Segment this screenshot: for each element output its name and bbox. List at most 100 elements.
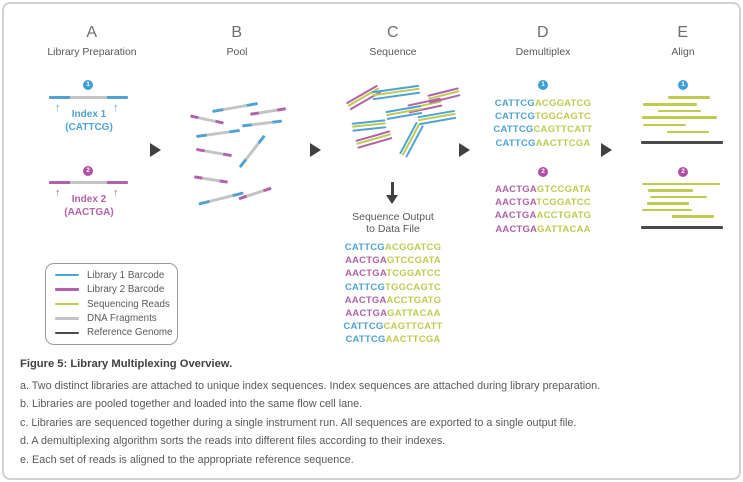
dna-fragment-middle: [70, 181, 107, 184]
sequence-output-title-line1: Sequence Output: [352, 211, 434, 223]
index2-sequence: (AACTGA): [64, 207, 114, 218]
library2-barcode-tip: [107, 181, 128, 184]
caption-line-e: e. Each set of reads is aligned to the a…: [20, 453, 354, 466]
legend-label: Reference Genome: [87, 327, 173, 339]
pooled-fragment: [198, 191, 244, 206]
index1-sequence: (CATTCG): [65, 122, 113, 133]
sequencing-reads-swatch: [55, 302, 79, 306]
demultiplex-group2-list: AACTGAGTCCGATA AACTGATCGGATCC AACTGAACCT…: [480, 183, 606, 236]
step-letter-a: A: [86, 24, 98, 41]
pooled-fragment: [190, 114, 224, 125]
read-index: CATTCG: [344, 281, 386, 293]
aligned-read: [672, 215, 714, 218]
sequence-read-line: CATTCGAACTTCGA: [480, 137, 606, 150]
sequencing-cluster: [351, 119, 387, 133]
index-attach-arrow-icon: ↑: [55, 102, 61, 114]
down-arrow-icon: [391, 182, 394, 195]
aligned-read: [643, 123, 686, 127]
legend-label: DNA Fragments: [87, 312, 157, 324]
index2-label: Index 2: [71, 194, 107, 205]
read-index: AACTGA: [345, 255, 387, 267]
read-index: CATTCG: [493, 124, 534, 136]
aligned-read: [658, 109, 701, 113]
step-label-e: Align: [671, 46, 695, 58]
sequence-read-line: AACTGAGATTACAA: [480, 223, 606, 236]
pooled-fragment: [212, 102, 258, 113]
sequence-read-line: CATTCGAACTTCGA: [330, 333, 456, 346]
read-sequence: GTCCGATA: [386, 255, 441, 267]
step-letter-e: E: [677, 24, 689, 41]
sequence-read-line: CATTCGACGGATCG: [330, 241, 456, 254]
sequence-read-line: CATTCGTGGCAGTC: [330, 281, 456, 294]
pooled-fragment: [194, 175, 228, 184]
library1-barcode-tip: [107, 96, 128, 99]
aligned-read: [643, 103, 697, 106]
legend-item-reads: Sequencing Reads: [55, 297, 170, 311]
pooled-fragment: [238, 134, 266, 168]
dna-fragments-swatch: [55, 317, 79, 320]
figure-caption: Figure 5: Library Multiplexing Overview.…: [20, 358, 730, 469]
sequencing-cluster: [399, 121, 425, 159]
read-index: AACTGA: [345, 308, 388, 320]
read-sequence: CAGTTCATT: [533, 124, 593, 136]
step-header-c: C Sequence: [323, 24, 463, 58]
demultiplex-group1-list: CATTCGACGGATCG CATTCGTGGCAGTC CATTCGCAGT…: [480, 97, 606, 150]
flow-arrow-a-b-icon: [150, 143, 161, 157]
sequence-read-line: CATTCGCAGTTCATT: [330, 320, 456, 333]
step-label-b: Pool: [226, 46, 248, 58]
step-header-b: B Pool: [167, 24, 307, 58]
aligned-read: [647, 202, 689, 205]
aligned-read: [642, 116, 717, 119]
step-letter-d: D: [536, 24, 550, 41]
sequence-read-line: AACTGATCGGATCC: [330, 267, 456, 280]
sequence-read-line: CATTCGCAGTTCATT: [480, 123, 606, 136]
flow-arrow-c-d-icon: [459, 143, 470, 157]
sequence-output-title-line2: to Data File: [366, 223, 420, 235]
demultiplex-group2-badge: 2: [538, 167, 548, 177]
read-sequence: TGGCAGTC: [385, 281, 442, 293]
caption-title: Figure 5: Library Multiplexing Overview.: [20, 358, 233, 370]
library1-swatch: [55, 273, 79, 277]
caption-line-a: a. Two distinct libraries are attached t…: [20, 380, 601, 392]
sequencing-cluster: [355, 130, 393, 150]
sequence-read-line: AACTGAGTCCGATA: [480, 183, 606, 196]
step-label-a: Library Preparation: [47, 46, 137, 58]
read-index: CATTCG: [494, 111, 536, 123]
legend-item-library2: Library 2 Barcode: [55, 282, 168, 296]
read-sequence: ACGGATCG: [384, 242, 442, 253]
legend-item-library1: Library 1 Barcode: [55, 268, 168, 282]
reference-genome-line: [641, 141, 723, 145]
step-header-e: E Align: [613, 24, 743, 58]
read-index: AACTGA: [495, 223, 538, 235]
sequence-read-line: CATTCGACGGATCG: [480, 97, 606, 110]
legend-box: Library 1 Barcode Library 2 Barcode Sequ…: [45, 263, 178, 345]
index-attach-arrow-icon: ↑: [113, 187, 119, 199]
read-index: CATTCG: [343, 321, 384, 333]
index-attach-arrow-icon: ↑: [113, 102, 119, 114]
sequencing-cluster: [427, 87, 461, 105]
read-index: AACTGA: [494, 210, 537, 222]
aligned-read: [668, 96, 710, 99]
aligned-read: [642, 208, 692, 212]
read-index: CATTCG: [345, 334, 386, 346]
sequencing-cluster: [417, 109, 457, 127]
read-sequence: ACCTGATG: [536, 210, 592, 222]
step-letter-b: B: [231, 24, 243, 41]
library2-barcode-tip: [49, 181, 70, 184]
read-index: AACTGA: [495, 197, 537, 209]
read-index: CATTCG: [344, 242, 385, 253]
reference-genome-line: [641, 226, 723, 230]
dna-fragment-middle: [70, 96, 107, 99]
sequence-output-title: Sequence Output to Data File: [333, 211, 453, 235]
read-index: CATTCG: [494, 98, 535, 109]
sequence-read-line: AACTGAACCTGATG: [330, 294, 456, 307]
caption-line-c: c. Libraries are sequenced together duri…: [20, 416, 577, 429]
caption-line-d: d. A demultiplexing algorithm sorts the …: [20, 435, 446, 448]
index-attach-arrow-icon: ↑: [55, 187, 61, 199]
read-sequence: TGGCAGTC: [535, 111, 592, 123]
step-header-d: D Demultiplex: [473, 24, 613, 58]
sequence-read-line: AACTGAGTCCGATA: [330, 254, 456, 267]
sequence-read-line: CATTCGTGGCAGTC: [480, 110, 606, 123]
read-index: AACTGA: [345, 268, 387, 280]
demultiplex-group1-badge: 1: [538, 80, 548, 90]
